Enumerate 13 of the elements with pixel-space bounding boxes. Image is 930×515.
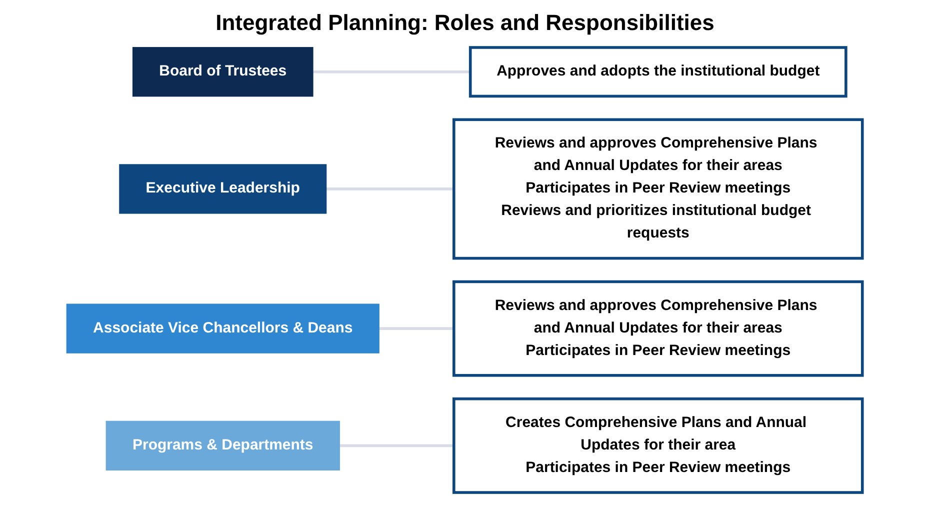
- node-box: Creates Comprehensive Plans and Annual Updates for their area Participates in Peer Review meetings: [452, 397, 864, 494]
- diagram-title: Integrated Planning: Roles and Responsibilities: [214, 10, 716, 36]
- node-box: Board of Trustees: [132, 47, 314, 97]
- node-box: Associate Vice Chancellors & Deans: [66, 304, 380, 354]
- node-box: Reviews and approves Comprehensive Plans and Annual Updates for their areas Participates in Peer Review meetings: [452, 280, 864, 377]
- connector: [379, 327, 454, 330]
- node-box: Reviews and approves Comprehensive Plans and Annual Updates for their areas Participates in Peer Review meetings Reviews and prioritizes institutional budget requests: [452, 118, 864, 260]
- node-box: Programs & Departments: [106, 420, 340, 470]
- connector: [326, 188, 454, 190]
- node-box: Executive Leadership: [120, 164, 328, 214]
- connector: [340, 444, 454, 448]
- node-box: Approves and adopts the institutional budget: [469, 46, 848, 98]
- connector: [313, 70, 471, 74]
